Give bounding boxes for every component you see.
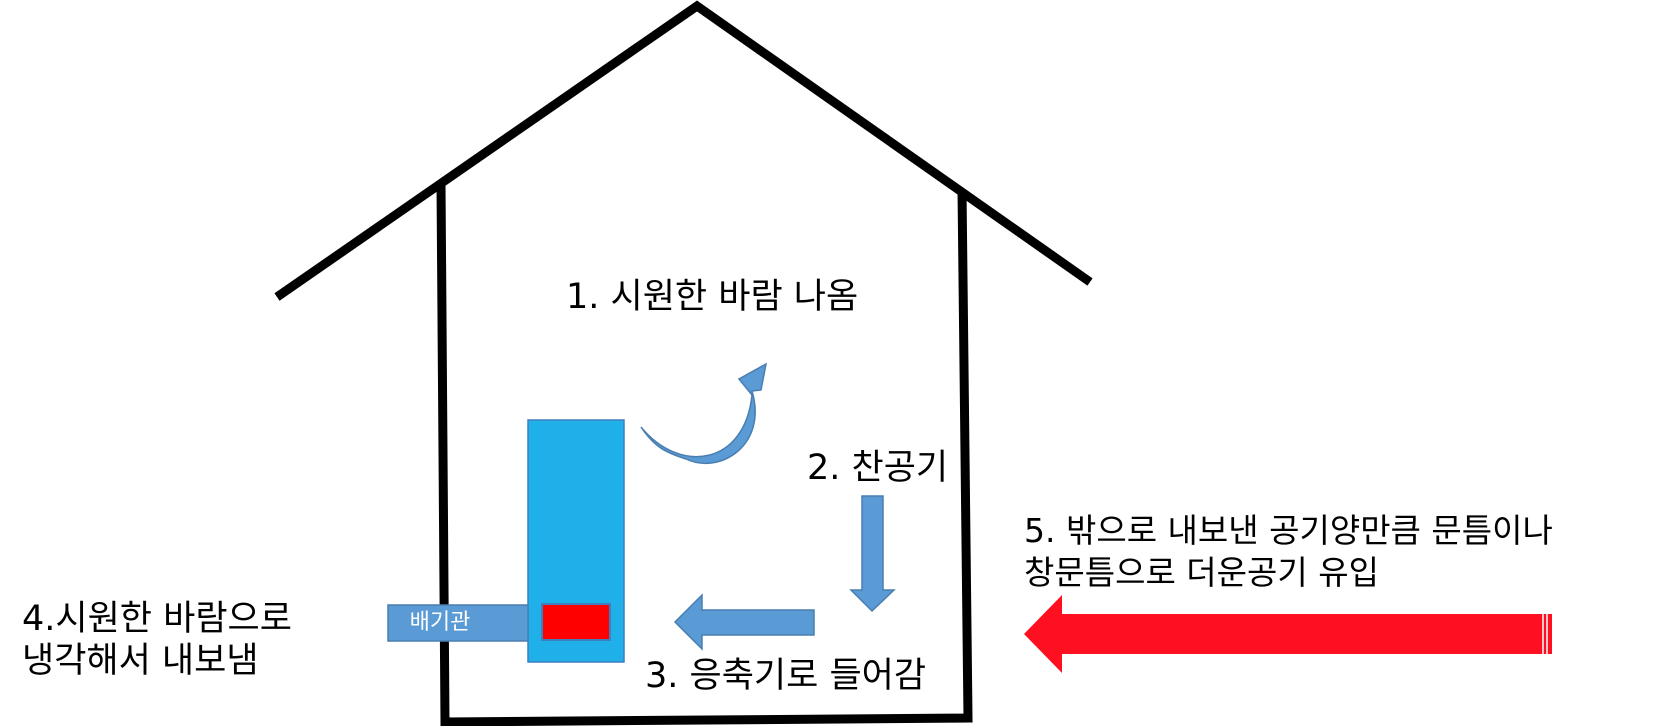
exhaust-pipe	[387, 604, 529, 642]
cold-air-down-arrow	[849, 495, 896, 613]
hot-air-inflow-arrow	[1024, 595, 1552, 673]
step5-label-line1: 5. 밖으로 내보낸 공기양만큼 문틈이나	[1024, 511, 1553, 550]
step1-label: 1. 시원한 바람 나옴	[566, 277, 859, 317]
condenser-heat-box	[541, 603, 611, 641]
step2-label: 2. 찬공기	[807, 448, 949, 488]
house-roof	[274, 0, 1093, 301]
into-condenser-left-arrow	[673, 593, 815, 651]
exhaust-pipe-label: 배기관	[409, 610, 471, 635]
cool-air-curved-arrow	[640, 362, 768, 464]
house-walls	[436, 183, 973, 726]
step4-label-line1: 4.시원한 바람으로	[22, 599, 292, 639]
step4-label-line2: 냉각해서 내보냄	[22, 641, 259, 681]
step3-label: 3. 응축기로 들어감	[645, 656, 927, 696]
step5-label-line2: 창문틈으로 더운공기 유입	[1024, 553, 1379, 592]
